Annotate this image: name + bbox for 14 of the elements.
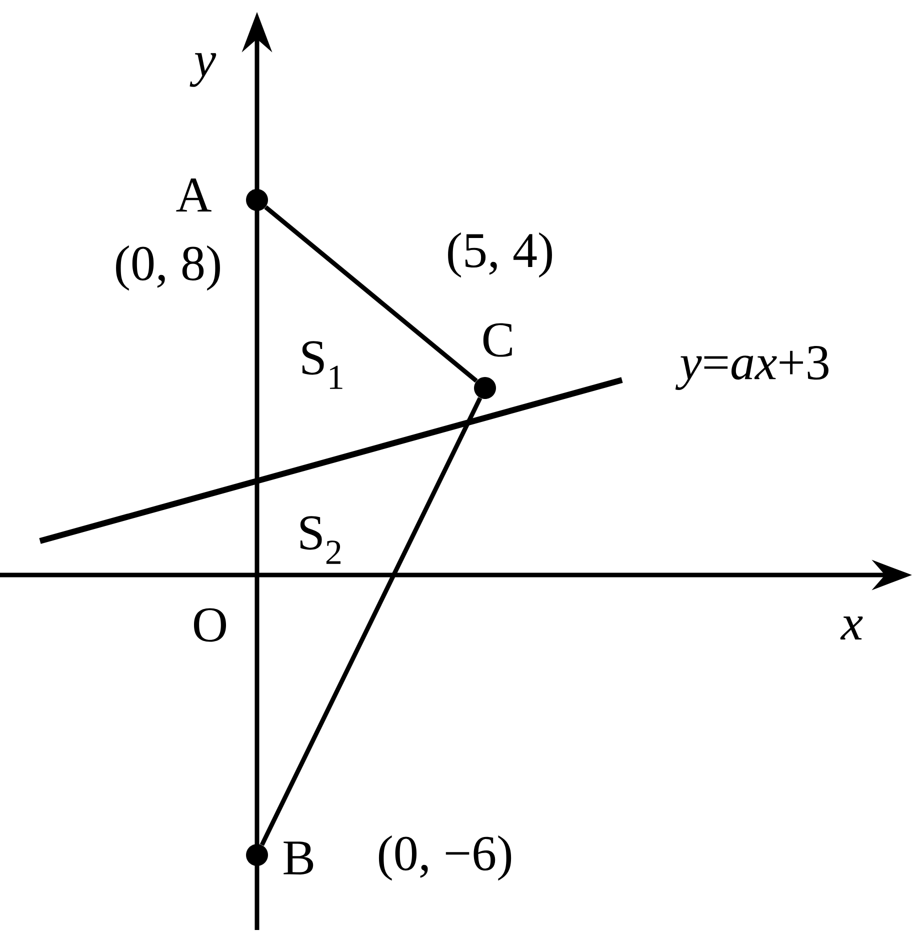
coordinate-label: (0, −6) (378, 835, 512, 881)
origin-label: O (194, 608, 226, 642)
line-segment (260, 397, 482, 846)
point-label: C (483, 323, 512, 357)
area-label: S$_{2}$ (300, 516, 340, 564)
point-label: B (284, 842, 314, 874)
axis-label: x (840, 616, 863, 640)
line-segment (264, 205, 478, 383)
coordinate-label: (0, 8) (116, 245, 220, 291)
area-label: S$_{1}$ (302, 341, 342, 389)
variable-label: y (190, 53, 216, 87)
point-label: A (176, 178, 212, 212)
line-equation: y=ax+3 (675, 346, 828, 390)
coordinate-label: (5, 4) (448, 232, 552, 278)
